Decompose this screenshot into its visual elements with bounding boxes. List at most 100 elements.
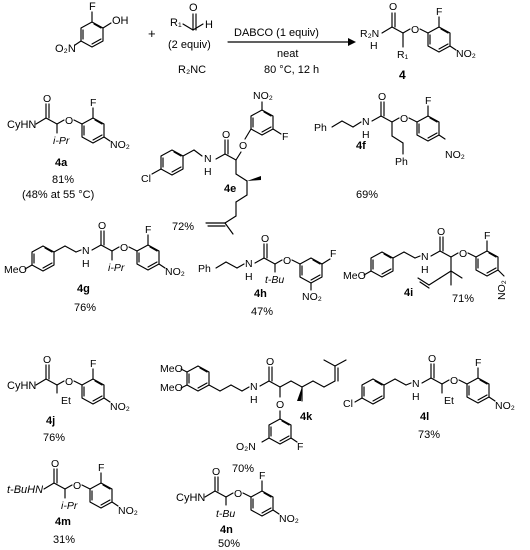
compound-4l-nh-n: N — [412, 378, 420, 390]
compound-4i-nitro: NO₂ — [496, 280, 508, 300]
compound-4g-nh-n: N — [82, 245, 90, 257]
compound-4m-label: 4m — [55, 516, 71, 528]
compound-4f-nh-n: N — [362, 116, 370, 128]
compound-4h-ph: Ph — [198, 263, 211, 275]
compound-4n-carbonyl-o: O — [212, 466, 220, 478]
compound-4k-nh-n: N — [250, 381, 258, 393]
compound-4a-amine: CyHN — [7, 119, 36, 131]
compound-4i-nh-h: H — [421, 264, 429, 276]
compound-4j-ether-o: O — [65, 376, 73, 388]
compound-4g-yield: 76% — [74, 302, 96, 314]
compound-4a-side-chain: i-Pr — [53, 135, 70, 147]
compound-4k-label: 4k — [300, 411, 313, 423]
compound-4g-nitro: NO₂ — [165, 266, 185, 278]
compound-4f: Ph N H O Ph O F NO₂ 4f 69% — [314, 91, 465, 201]
compound-4k-meo-bottom: MeO — [160, 382, 183, 394]
compound-4l-fluoro: F — [475, 357, 481, 369]
compound-4h-fluoro: F — [330, 248, 336, 260]
compound-4k-fluoro: F — [297, 441, 303, 453]
compound-4f-nitro: NO₂ — [445, 149, 465, 161]
compound-4a-yield: 81% — [52, 174, 74, 186]
compound-4a: CyHN O i-Pr O F NO₂ 4a 81% (48% at 55 °C… — [7, 93, 130, 201]
compound-4n-side-chain: t-Bu — [216, 508, 235, 520]
compound-4f-ph-side: Ph — [395, 156, 408, 168]
compound-4e-carbonyl-o: O — [222, 129, 230, 141]
compound-4g-fluoro: F — [145, 224, 151, 236]
compound-4e-nh-h: H — [204, 166, 212, 178]
compound-4m-fluoro: F — [98, 462, 104, 474]
compound-4e: NO₂ F O O N H Cl 4e 72% — [141, 90, 288, 235]
aldehyde-r1-label: R₁ — [170, 17, 182, 29]
compound-4a-note: (48% at 55 °C) — [22, 189, 94, 201]
compound-4h-carbonyl-o: O — [261, 233, 269, 245]
general-product: R₂N H O R₁ O F NO₂ 4 — [360, 1, 476, 82]
compound-4h-label: 4h — [254, 288, 267, 300]
compound-4l-nh-h: H — [412, 391, 420, 403]
reaction-arrow: DABCO (1 equiv) neat 80 °C, 12 h — [227, 27, 356, 76]
compound-4i-yield: 71% — [452, 293, 474, 305]
compound-4i-fluoro: F — [484, 230, 490, 242]
compound-4j-yield: 76% — [43, 432, 65, 444]
product-ether-o: O — [411, 24, 419, 36]
compound-4n-nitro: NO₂ — [279, 513, 299, 525]
compound-4i-meo: MeO — [343, 270, 366, 282]
phenol-nitro-label: O₂N — [55, 43, 76, 55]
compound-4e-yield: 72% — [172, 221, 194, 233]
compound-4m-ether-o: O — [73, 480, 81, 492]
compound-4k-ether-o: O — [276, 399, 284, 411]
compound-4m-yield: 31% — [53, 534, 75, 546]
compound-4i-carbonyl-o: O — [437, 226, 445, 238]
compound-4l-ether-o: O — [450, 375, 458, 387]
compound-4g: MeO N H O i-Pr O F NO₂ 4g 76% — [4, 220, 185, 314]
compound-4m-amine: t-BuHN — [7, 484, 43, 496]
product-fluoro-label: F — [436, 6, 442, 18]
compound-4l-label: 4l — [420, 411, 429, 423]
compound-4l: Cl N H O Et O F NO₂ 4l 73% — [343, 353, 515, 441]
compound-4a-label: 4a — [55, 157, 68, 169]
compound-4a-fluoro: F — [90, 97, 96, 109]
compound-4l-nitro: NO₂ — [495, 400, 515, 412]
compound-4f-ph: Ph — [314, 122, 327, 134]
aldehyde: R₁ O H (2 equiv) R₂NC — [168, 2, 213, 76]
compound-4m-nitro: NO₂ — [118, 505, 138, 517]
compound-4f-label: 4f — [356, 140, 366, 152]
compound-4h-nh-n: N — [245, 258, 253, 270]
compound-4g-label: 4g — [77, 283, 90, 295]
phenol-hydroxyl-label: OH — [112, 15, 129, 27]
compound-4i-nh-n: N — [421, 251, 429, 263]
compound-4a-carbonyl-o: O — [43, 93, 51, 105]
compound-4g-nh-h: H — [82, 258, 90, 270]
compound-4k-carbonyl-o: O — [266, 356, 274, 368]
compound-4h-ether-o: O — [283, 255, 291, 267]
compound-4h-nh-h: H — [245, 271, 253, 283]
plus-sign: + — [148, 26, 156, 41]
compound-4j-amine: CyHN — [7, 380, 36, 392]
arrow-conditions-text: 80 °C, 12 h — [264, 64, 319, 76]
product-nitro-label: NO₂ — [456, 48, 476, 60]
compound-4l-carbonyl-o: O — [428, 353, 436, 365]
aldehyde-equivalents: (2 equiv) — [168, 39, 211, 51]
compound-4e-fluoro: F — [282, 131, 288, 143]
compound-4n: CyHN O t-Bu O F NO₂ 4n 50% — [176, 466, 299, 550]
compound-4j-label: 4j — [46, 415, 55, 427]
compound-4h-yield: 47% — [251, 306, 273, 318]
compound-4k: MeO MeO N H O O F O₂N — [160, 356, 347, 475]
product-number-label: 4 — [399, 68, 406, 82]
aldehyde-hydrogen-label: H — [205, 19, 213, 31]
compound-4n-fluoro: F — [259, 470, 265, 482]
compound-4j: CyHN O Et O F NO₂ 4j 76% — [7, 354, 130, 444]
isocyanide-label: R₂NC — [178, 64, 206, 76]
compound-4m: t-BuHN O i-Pr O F NO₂ 4m 31% — [7, 458, 138, 546]
compound-4g-carbonyl-o: O — [98, 220, 106, 232]
compound-4e-chloro: Cl — [141, 173, 151, 185]
aldehyde-oxygen-label: O — [189, 2, 198, 14]
compound-4n-label: 4n — [220, 524, 233, 536]
compound-4h-side-chain: t-Bu — [265, 274, 284, 286]
compound-4l-side-chain: Et — [444, 395, 454, 407]
compound-4i-ether-o: O — [459, 248, 467, 260]
compound-4i-label: 4i — [404, 287, 413, 299]
compound-4f-fluoro: F — [425, 95, 431, 107]
product-r2n-label: R₂N — [360, 28, 379, 40]
compound-4f-nh-h: H — [362, 129, 370, 141]
